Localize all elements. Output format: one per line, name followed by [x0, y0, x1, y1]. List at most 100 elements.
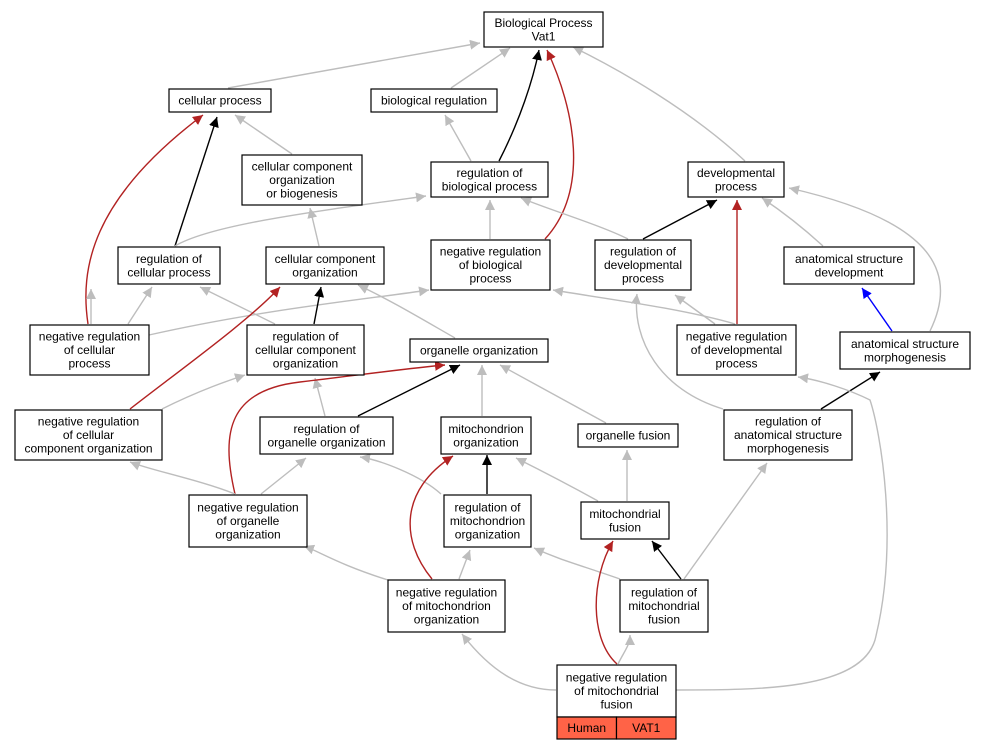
node-label-line: of organelle	[217, 514, 280, 528]
node-biological-regulation[interactable]: biological regulation	[370, 88, 498, 113]
node-box	[783, 246, 915, 285]
is-a-edge	[234, 114, 293, 155]
node-organelle-org[interactable]: organelle organization	[409, 338, 549, 363]
node-box	[676, 324, 797, 376]
node-box	[29, 324, 150, 376]
node-label-line: negative regulation	[197, 501, 298, 515]
node-label-line: morphogenesis	[747, 442, 829, 456]
regulates-edge-line	[642, 199, 718, 240]
is-a-edge-line	[148, 286, 430, 336]
node-label-line: cellular component	[275, 252, 376, 266]
node-label-line: organization	[292, 265, 357, 279]
regulates-edge	[357, 364, 461, 417]
is-a-edge	[450, 47, 511, 89]
is-a-edge-line	[675, 373, 888, 691]
is-a-edge	[617, 634, 635, 665]
node-box	[168, 88, 272, 113]
node-label-line: of cellular	[63, 428, 114, 442]
is-a-edge-line	[520, 197, 629, 240]
is-a-edge-line	[174, 192, 427, 247]
is-a-edge-line	[234, 114, 293, 155]
negatively-regulates-edge-line	[129, 286, 281, 410]
node-box	[370, 88, 498, 113]
is-a-edge	[630, 293, 724, 410]
regulates-edge	[651, 540, 682, 580]
negatively-regulates-edge	[85, 114, 204, 325]
is-a-edge-line	[515, 457, 599, 502]
species-tag: Human	[556, 716, 618, 740]
node-label-line: of developmental	[691, 343, 782, 357]
node-label-line: anatomical structure	[734, 428, 842, 442]
node-label-line: organelle organization	[420, 344, 538, 358]
node-label-line: fusion	[600, 698, 632, 712]
node-cellular-process[interactable]: cellular process	[168, 88, 272, 113]
negatively-regulates-edge	[595, 540, 618, 665]
node-label-line: process	[469, 272, 511, 286]
node-label-line: of cellular	[64, 343, 115, 357]
node-box	[387, 579, 506, 633]
is-a-edge-line	[129, 461, 236, 495]
is-a-edge	[359, 453, 442, 495]
node-box	[619, 579, 709, 633]
node-box	[430, 239, 551, 291]
node-label-line: cellular component	[252, 160, 353, 174]
is-a-edge	[499, 364, 607, 424]
node-box	[246, 324, 365, 376]
is-a-edge	[303, 544, 389, 581]
node-label-line: mitochondrion	[450, 514, 525, 528]
node-label-line: organization	[453, 435, 518, 449]
node-label-line: component organization	[24, 442, 152, 456]
node-org-fusion[interactable]: organelle fusion	[577, 423, 679, 448]
regulates-edge-line	[174, 116, 219, 247]
regulates-edge	[498, 49, 542, 162]
node-label-line: morphogenesis	[864, 350, 946, 364]
node-label-line: negative regulation	[686, 330, 787, 344]
node-label-line: negative regulation	[396, 586, 497, 600]
is-a-edge	[307, 207, 320, 247]
regulates-edge	[642, 199, 718, 240]
is-a-edge-line	[788, 185, 942, 332]
regulates-edge	[313, 286, 325, 325]
is-a-edge	[312, 377, 326, 417]
is-a-edge-line	[357, 284, 456, 339]
node-box	[265, 246, 385, 285]
is-a-edge-line	[499, 364, 607, 424]
is-a-edge	[458, 549, 472, 580]
is-a-edge	[683, 462, 768, 580]
is-a-edge	[148, 286, 430, 336]
node-label-line: biological regulation	[381, 94, 487, 108]
node-label-line: mitochondrial	[589, 507, 660, 521]
node-label-line: mitochondrial	[628, 599, 699, 613]
regulates-edge	[820, 371, 881, 410]
is-a-edge-line	[761, 197, 824, 247]
tag-label: VAT1	[632, 721, 661, 735]
is-a-edge	[674, 294, 716, 325]
negatively-regulates-edge-line	[409, 455, 454, 580]
regulates-edge-line	[357, 364, 461, 417]
node-label-line: development	[815, 265, 884, 279]
